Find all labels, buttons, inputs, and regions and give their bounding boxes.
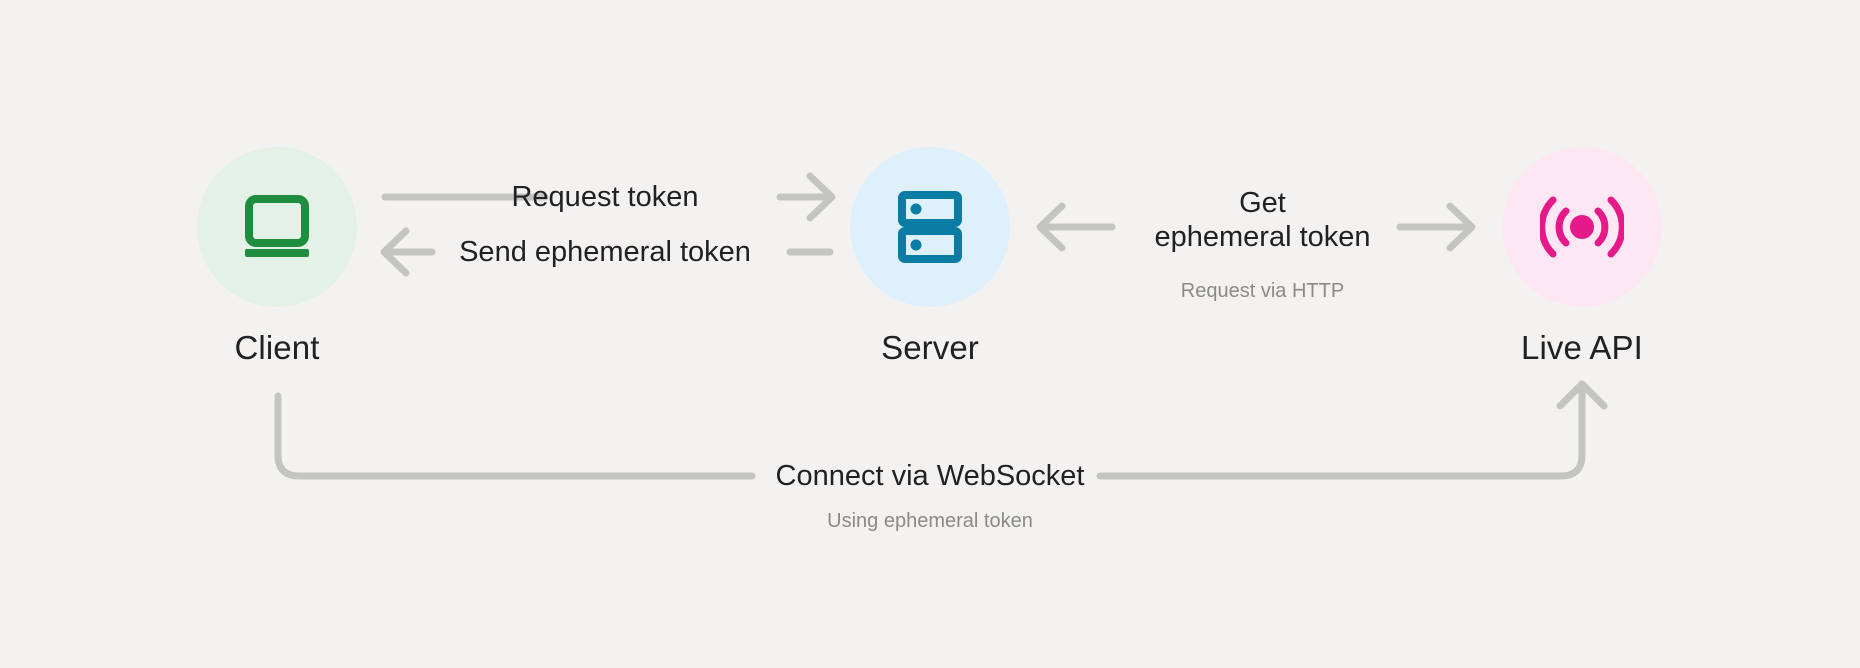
- node-client[interactable]: Client: [177, 147, 377, 367]
- edge-label-get-ephemeral-token: Get ephemeral token: [1120, 186, 1405, 254]
- client-circle: [197, 147, 357, 307]
- edge-sublabel-request-via-http: Request via HTTP: [1180, 280, 1345, 302]
- edge-label-request-token: Request token: [511, 181, 699, 213]
- node-server[interactable]: Server: [830, 147, 1030, 367]
- edge-get-ephemeral-token-left-arrow: [1036, 202, 1116, 252]
- server-circle: [850, 147, 1010, 307]
- edge-sublabel-using-ephemeral-token: Using ephemeral token: [827, 510, 1033, 532]
- live-api-circle: [1502, 147, 1662, 307]
- edge-connect-via-websocket-connector: [274, 380, 1608, 480]
- edge-send-ephemeral-token-connector: [380, 227, 834, 277]
- server-rack-icon: [898, 191, 962, 263]
- edge-label-get-ephemeral-token-line2: ephemeral token: [1154, 221, 1371, 253]
- live-api-label: Live API: [1521, 329, 1643, 366]
- broadcast-signal-icon: [1540, 196, 1624, 258]
- server-label: Server: [881, 329, 979, 366]
- edge-label-send-ephemeral-token: Send ephemeral token: [459, 236, 751, 268]
- edge-label-get-ephemeral-token-line1: Get: [1239, 187, 1286, 219]
- edge-label-connect-via-websocket: Connect via WebSocket: [775, 460, 1085, 492]
- client-label: Client: [234, 329, 320, 366]
- laptop-icon: [245, 195, 309, 257]
- edge-request-token-connector: [381, 172, 836, 222]
- node-live-api[interactable]: Live API: [1482, 147, 1682, 367]
- edge-get-ephemeral-token-right-arrow: [1396, 202, 1476, 252]
